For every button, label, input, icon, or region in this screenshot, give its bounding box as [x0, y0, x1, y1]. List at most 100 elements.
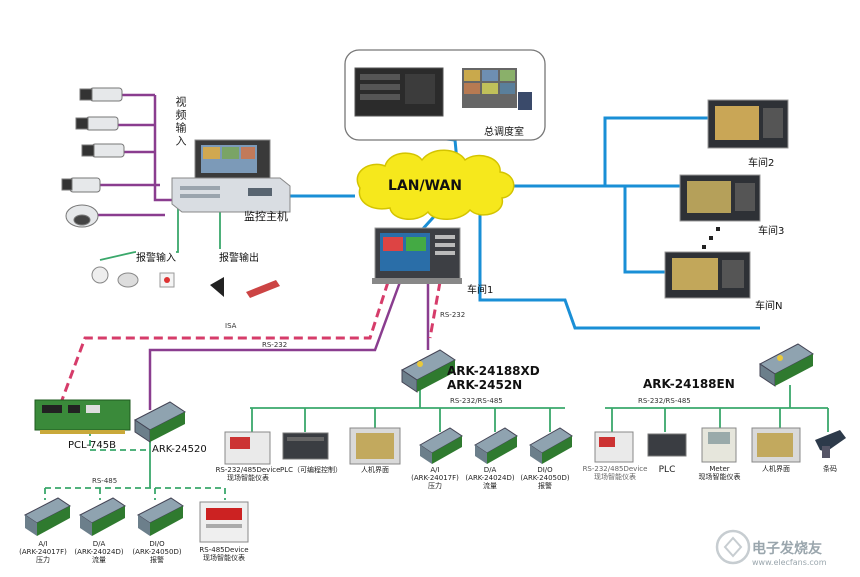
workshop2-label: 车间2 — [748, 158, 775, 169]
rs232-label-left: RS-232 — [262, 341, 288, 349]
alarm-input-devices — [91, 266, 175, 288]
ark24520-module-icon — [134, 401, 186, 443]
monitor-host-icon — [171, 139, 291, 213]
right-hmi-caption: 人机界面 — [762, 465, 790, 473]
camera-icons — [61, 87, 125, 228]
left-da-line1: D/A — [92, 540, 106, 548]
watermark-url: www.elecfans.com — [752, 558, 827, 567]
ellipsis-dots — [702, 227, 720, 249]
camera-5-dome-icon — [65, 204, 99, 228]
lan-wan-cloud — [356, 149, 515, 220]
mid-dio-line3: 报警 — [538, 482, 552, 491]
right-plc-caption: PLC — [658, 465, 676, 475]
alarm-light-icon — [246, 280, 280, 298]
left-da-line2: (ARK-24024D) — [74, 548, 124, 557]
left-module-da-icon — [79, 497, 126, 536]
lan-wan-label: LAN/WAN — [388, 178, 462, 194]
speaker-icon — [210, 277, 224, 297]
alarm-input-label: 报警输入 — [136, 249, 176, 264]
right-dev1-line1: RS-232/485Device — [582, 465, 648, 473]
link-ark24188en — [478, 210, 760, 330]
workshop3-panel-icon — [679, 174, 761, 222]
server-icon — [354, 67, 444, 117]
left-rs485dev-caption: RS-485Device 现场智能仪表 — [192, 546, 256, 562]
mid-module-ai-icon — [419, 427, 463, 464]
mid-device-rs485-meter-icon — [224, 431, 271, 465]
pcl745b-card-icon — [34, 399, 131, 434]
camera-3-icon — [81, 143, 125, 158]
left-module-dio-icon — [137, 497, 184, 536]
pcl745b-label: PCL-745B — [68, 440, 116, 451]
right-bus-label: RS-232/RS-485 — [638, 397, 691, 405]
mid-module-da-icon — [474, 427, 518, 464]
left-da-caption: D/A (ARK-24024D) 流量 — [74, 540, 124, 564]
left-dio-line1: DI/O — [149, 540, 165, 548]
right-device-meter-icon — [701, 427, 737, 463]
mid-dev1-line2: 现场智能仪表 — [227, 474, 269, 483]
left-bus — [44, 430, 226, 500]
right-device-plc-icon — [647, 433, 687, 457]
mid-da-line3: 流量 — [483, 482, 497, 491]
video-wall-icon — [462, 68, 532, 110]
camera-2-icon — [75, 116, 119, 131]
workshop3-label: 车间3 — [758, 226, 785, 237]
workshopN-label: 车间N — [755, 301, 783, 312]
left-rs485dev-line1: RS-485Device — [199, 546, 249, 554]
right-device-rs485-meter-icon — [594, 431, 634, 463]
mid-da-line2: (ARK-24024D) — [465, 474, 515, 483]
left-ai-line3: 压力 — [36, 556, 50, 565]
ark24188en-module-icon — [759, 343, 814, 387]
ark24520-label: ARK-24520 — [152, 444, 207, 455]
ark24188en-label: ARK-24188EN — [643, 377, 735, 391]
mid-ai-line2: (ARK-24017F) — [411, 474, 459, 483]
monitor-host-label: 监控主机 — [244, 210, 288, 223]
ark2452n-label: ARK-2452N — [447, 378, 523, 392]
mid-ai-caption: A/I (ARK-24017F) 压力 — [410, 466, 460, 490]
left-bus-label: RS-485 — [92, 477, 118, 485]
watermark-text: 电子发烧友 — [752, 541, 822, 557]
left-rs485-device-icon — [199, 501, 249, 543]
alarm-in-branch — [99, 251, 136, 261]
mid-hmi-caption: 人机界面 — [361, 466, 389, 474]
right-barcode-caption: 条码 — [823, 465, 837, 473]
right-dev1-caption: RS-232/485Device 现场智能仪表 — [580, 465, 650, 481]
workshop1-ipc-icon — [372, 227, 462, 284]
dispatch-room-label: 总调度室 — [484, 127, 524, 138]
link-workshop2 — [603, 116, 708, 186]
ark24188xd-module-icon — [401, 349, 456, 393]
left-dio-line2: (ARK-24050D) — [132, 548, 182, 557]
mid-device-plc-icon — [282, 432, 329, 460]
left-da-line3: 流量 — [92, 556, 106, 565]
isa-to-rs232 — [428, 281, 442, 339]
right-dev1-line2: 现场智能仪表 — [594, 473, 636, 482]
ark24188xd-label: ARK-24188XD — [447, 364, 540, 378]
alarm-output-label: 报警输出 — [219, 249, 259, 264]
video-bus — [153, 95, 172, 202]
mid-ai-line3: 压力 — [428, 482, 442, 491]
workshopN-panel-icon — [664, 251, 751, 299]
workshop2-panel-icon — [707, 99, 789, 149]
mid-dev1-caption: RS-232/485Device 现场智能仪表 — [208, 466, 288, 482]
left-rs485dev-line2: 现场智能仪表 — [203, 554, 245, 563]
watermark-logo — [715, 529, 751, 565]
mid-ai-line1: A/I — [430, 466, 440, 474]
left-ai-line2: (ARK-24017F) — [19, 548, 67, 557]
isa-label: ISA — [225, 322, 237, 330]
left-ai-caption: A/I (ARK-24017F) 压力 — [18, 540, 68, 564]
mid-module-dio-icon — [529, 427, 573, 464]
isa-to-pcl745b — [60, 281, 390, 401]
mid-da-caption: D/A (ARK-24024D) 流量 — [465, 466, 515, 490]
video-input-label: 视频输入 — [174, 96, 187, 148]
barcode-scanner-icon — [815, 430, 846, 458]
isa-links — [60, 281, 442, 401]
alarm-output-devices — [210, 277, 280, 298]
mid-plc-caption: PLC（可编程控制） — [280, 466, 343, 474]
left-module-ai-icon — [24, 497, 71, 536]
left-ai-line1: A/I — [38, 540, 48, 548]
mid-dio-caption: DI/O (ARK-24050D) 报警 — [520, 466, 570, 490]
mid-device-hmi-icon — [349, 427, 401, 465]
right-meter-caption: Meter 现场智能仪表 — [692, 465, 747, 481]
left-dio-line3: 报警 — [150, 556, 164, 565]
